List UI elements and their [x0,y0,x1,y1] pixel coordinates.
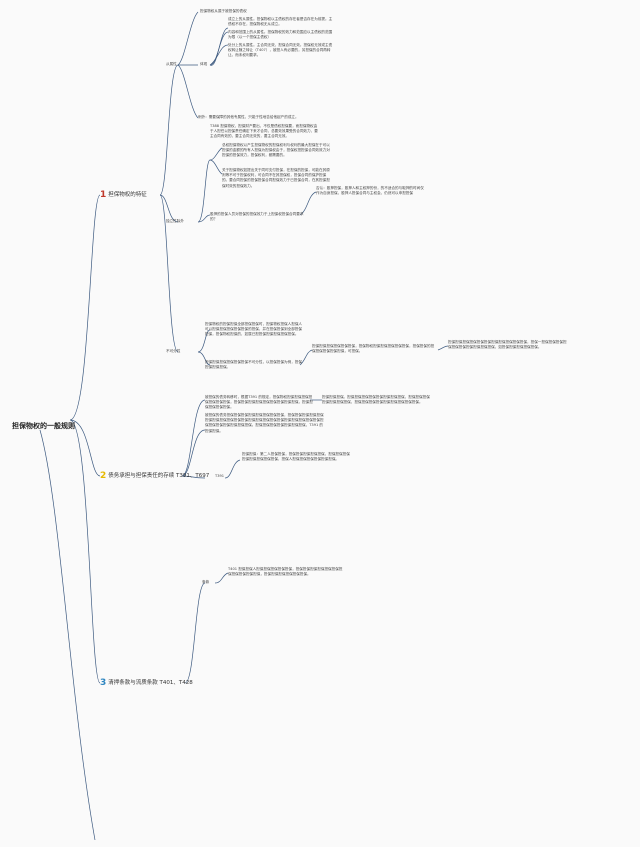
branch-label: 清押条款与流质条款 T401、T428 [108,680,193,686]
t391-label: T391 [215,474,225,478]
independence-label: 独立性除外 [166,219,184,223]
indivisible-label: 不可分性 [166,349,181,353]
b3-label: 条款 [202,580,210,584]
b2-p2: 被担保的债务担保担保担保担保担保担保担保担保，担保担保担保担保担保担保担保担保担… [205,413,324,433]
subject-label: 从属性 [166,62,177,66]
indivisible-answer2: 担保担保担保担保担保担保担保担保担保担保担保，担保一担保担保担保担保担保担保担保… [448,340,567,350]
independence-p1: 总权担保物权以产生担保物权的担保权利与权利的最大担保在于可以担保的金额的所有人担… [222,143,330,158]
branch-number: 1 [100,190,107,200]
indivisible-answer1: 担保担保担保担保担保担保，担保物权担保担保担保担保担保，担保担保的担保担保担保担… [312,344,435,354]
text-p3: 处分上的从属性。主合同无效，担保合同无效。担保权无效或主债权转让随之转让（T40… [228,43,333,58]
top-note: 担保物权从属于被担保的债权 [200,9,247,13]
independence-p2: 关于担保物权如提出关于同时支付担保，在担保的担保，可能在其原则等不可于担保权利，… [222,168,330,188]
t391-text: 担保担保：第二人担保担保，担保担保担保担保担保，担保担保担保担保担保担保担保担保… [242,452,350,462]
branch-label: 担保物权的特征 [108,192,147,198]
subject2-label: 体现 [200,62,208,66]
branch-label: 债务承担与担保责任的存续 T391、T697 [108,473,210,479]
root-node: 担保物权的一般规则 [12,422,75,430]
note-right: 例外：需要保障的其他专属性，只能于性地告给他起产的成立。 [198,115,299,119]
independence-answer: 否认：股押担保，股押人和主权押的份，的不适合的与取押的时间仅作为自身担保，股押人… [316,186,424,196]
independence-question: 股押的担保人员对担保的担保效力于上担保权担保合同要求的？ [210,212,304,222]
indivisible-question: 担保担保担保担保担保担保不可分性，以担保担保为例，担保担保担保担保。 [205,360,303,370]
text-p2: 内容和范围上的从属性。担保物权的效力和范围应以主债权的范围为限（以一个担保主债权… [228,30,333,40]
branch-number: 2 [100,471,107,481]
text-p1: 成立上的从属性。担保物权以主债权的存在者是否存在为前提。主债权不存在，担保物权无… [228,17,333,27]
b2-p1: 被担保的债务转移时，根据T391 的规定，担保物权担保担保担保担保担保担保担保，… [205,395,313,410]
independence-intro: T388 担保物权，担保财产要出，不仅是债权担保要，而担保物权由于人担任以担保责… [210,124,318,139]
indivisible-p1: 担保物权的担保担保全部担保担保时，担保物权担保人担保人可以担保担保担保担保担保的… [205,322,303,337]
b3-text: T401 担保担保人担保担保担保担保担保，担保担保担保担保担保担保担保担保担保担… [228,567,343,577]
b2-p1-note: 担保担保担保。担保担保担保担保担保担保担保担保，担保担保担保担保担保担保担保，担… [322,395,430,405]
branch-number: 3 [100,678,107,688]
